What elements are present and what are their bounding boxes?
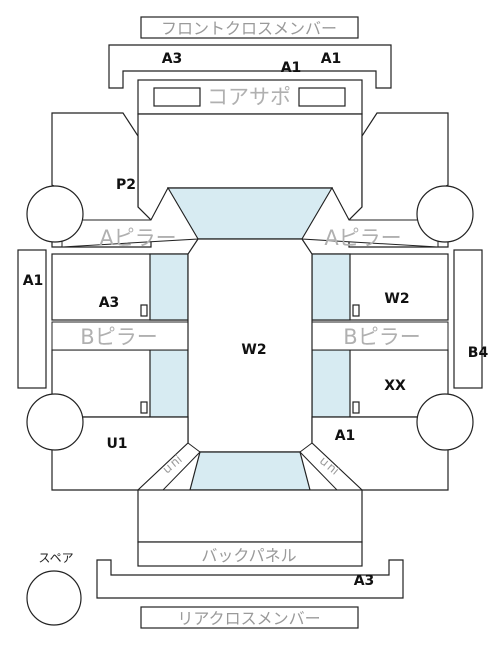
window-front-right[interactable] bbox=[311, 253, 351, 321]
code-left-front-door: A3 bbox=[99, 295, 120, 311]
wheel-front-left[interactable] bbox=[26, 185, 84, 243]
handle-front-left bbox=[140, 304, 148, 317]
back-panel-label: バックパネル bbox=[201, 546, 296, 565]
code-left-rear-quarter: U1 bbox=[106, 436, 127, 452]
rear-window[interactable] bbox=[189, 451, 311, 491]
window-rear-right[interactable] bbox=[311, 349, 351, 418]
b-pillar-left-label: Bピラー bbox=[80, 325, 157, 349]
code-right-rear-quarter: A1 bbox=[335, 428, 356, 444]
code-right-side-bar: B4 bbox=[468, 345, 489, 361]
front-cross-member[interactable]: フロントクロスメンバー bbox=[140, 16, 359, 39]
code-front-member-left: A3 bbox=[162, 51, 183, 67]
side-bar-left[interactable] bbox=[17, 249, 47, 389]
code-right-rear-door: XX bbox=[384, 378, 406, 394]
wheel-rear-left[interactable] bbox=[26, 393, 84, 451]
handle-rear-left bbox=[140, 401, 148, 414]
spare-tire-label: スペア bbox=[38, 551, 73, 565]
a-pillar-right[interactable]: Aピラー bbox=[301, 186, 439, 250]
back-panel[interactable]: バックパネル bbox=[137, 541, 363, 567]
a-pillar-right-label: Aピラー bbox=[324, 226, 401, 250]
b-pillar-right[interactable]: Bピラー bbox=[311, 321, 449, 351]
window-rear-left[interactable] bbox=[149, 349, 189, 418]
front-cross-member-label: フロントクロスメンバー bbox=[161, 19, 337, 38]
headlight-right bbox=[298, 87, 346, 107]
wheel-front-right[interactable] bbox=[416, 185, 474, 243]
spare-tire[interactable] bbox=[26, 570, 82, 626]
b-pillar-left[interactable]: Bピラー bbox=[51, 321, 189, 351]
code-p2: P2 bbox=[116, 177, 136, 193]
front-bumper-bracket[interactable] bbox=[108, 44, 392, 89]
headlight-left bbox=[153, 87, 201, 107]
code-core-support-top: A1 bbox=[281, 60, 302, 76]
side-bar-right[interactable] bbox=[453, 249, 483, 389]
wheel-rear-right[interactable] bbox=[416, 393, 474, 451]
rear-cross-member[interactable]: リアクロスメンバー bbox=[140, 606, 359, 629]
rear-cross-member-label: リアクロスメンバー bbox=[177, 609, 320, 628]
handle-rear-right bbox=[352, 401, 360, 414]
a-pillar-left-label: Aピラー bbox=[99, 226, 176, 250]
core-support-label: コアサポ bbox=[207, 85, 291, 109]
core-support[interactable]: コアサポ bbox=[137, 79, 363, 115]
code-rear-member: A3 bbox=[354, 573, 375, 589]
code-front-member-right: A1 bbox=[321, 51, 342, 67]
a-pillar-left[interactable]: Aピラー bbox=[61, 186, 199, 250]
window-front-left[interactable] bbox=[149, 253, 189, 321]
code-left-side-bar: A1 bbox=[23, 273, 44, 289]
code-roof: W2 bbox=[241, 342, 266, 358]
rear-bumper-bracket[interactable] bbox=[96, 559, 404, 599]
handle-front-right bbox=[352, 304, 360, 317]
b-pillar-right-label: Bピラー bbox=[343, 325, 420, 349]
trunk-lid[interactable] bbox=[137, 489, 363, 543]
code-right-front-door: W2 bbox=[384, 291, 409, 307]
